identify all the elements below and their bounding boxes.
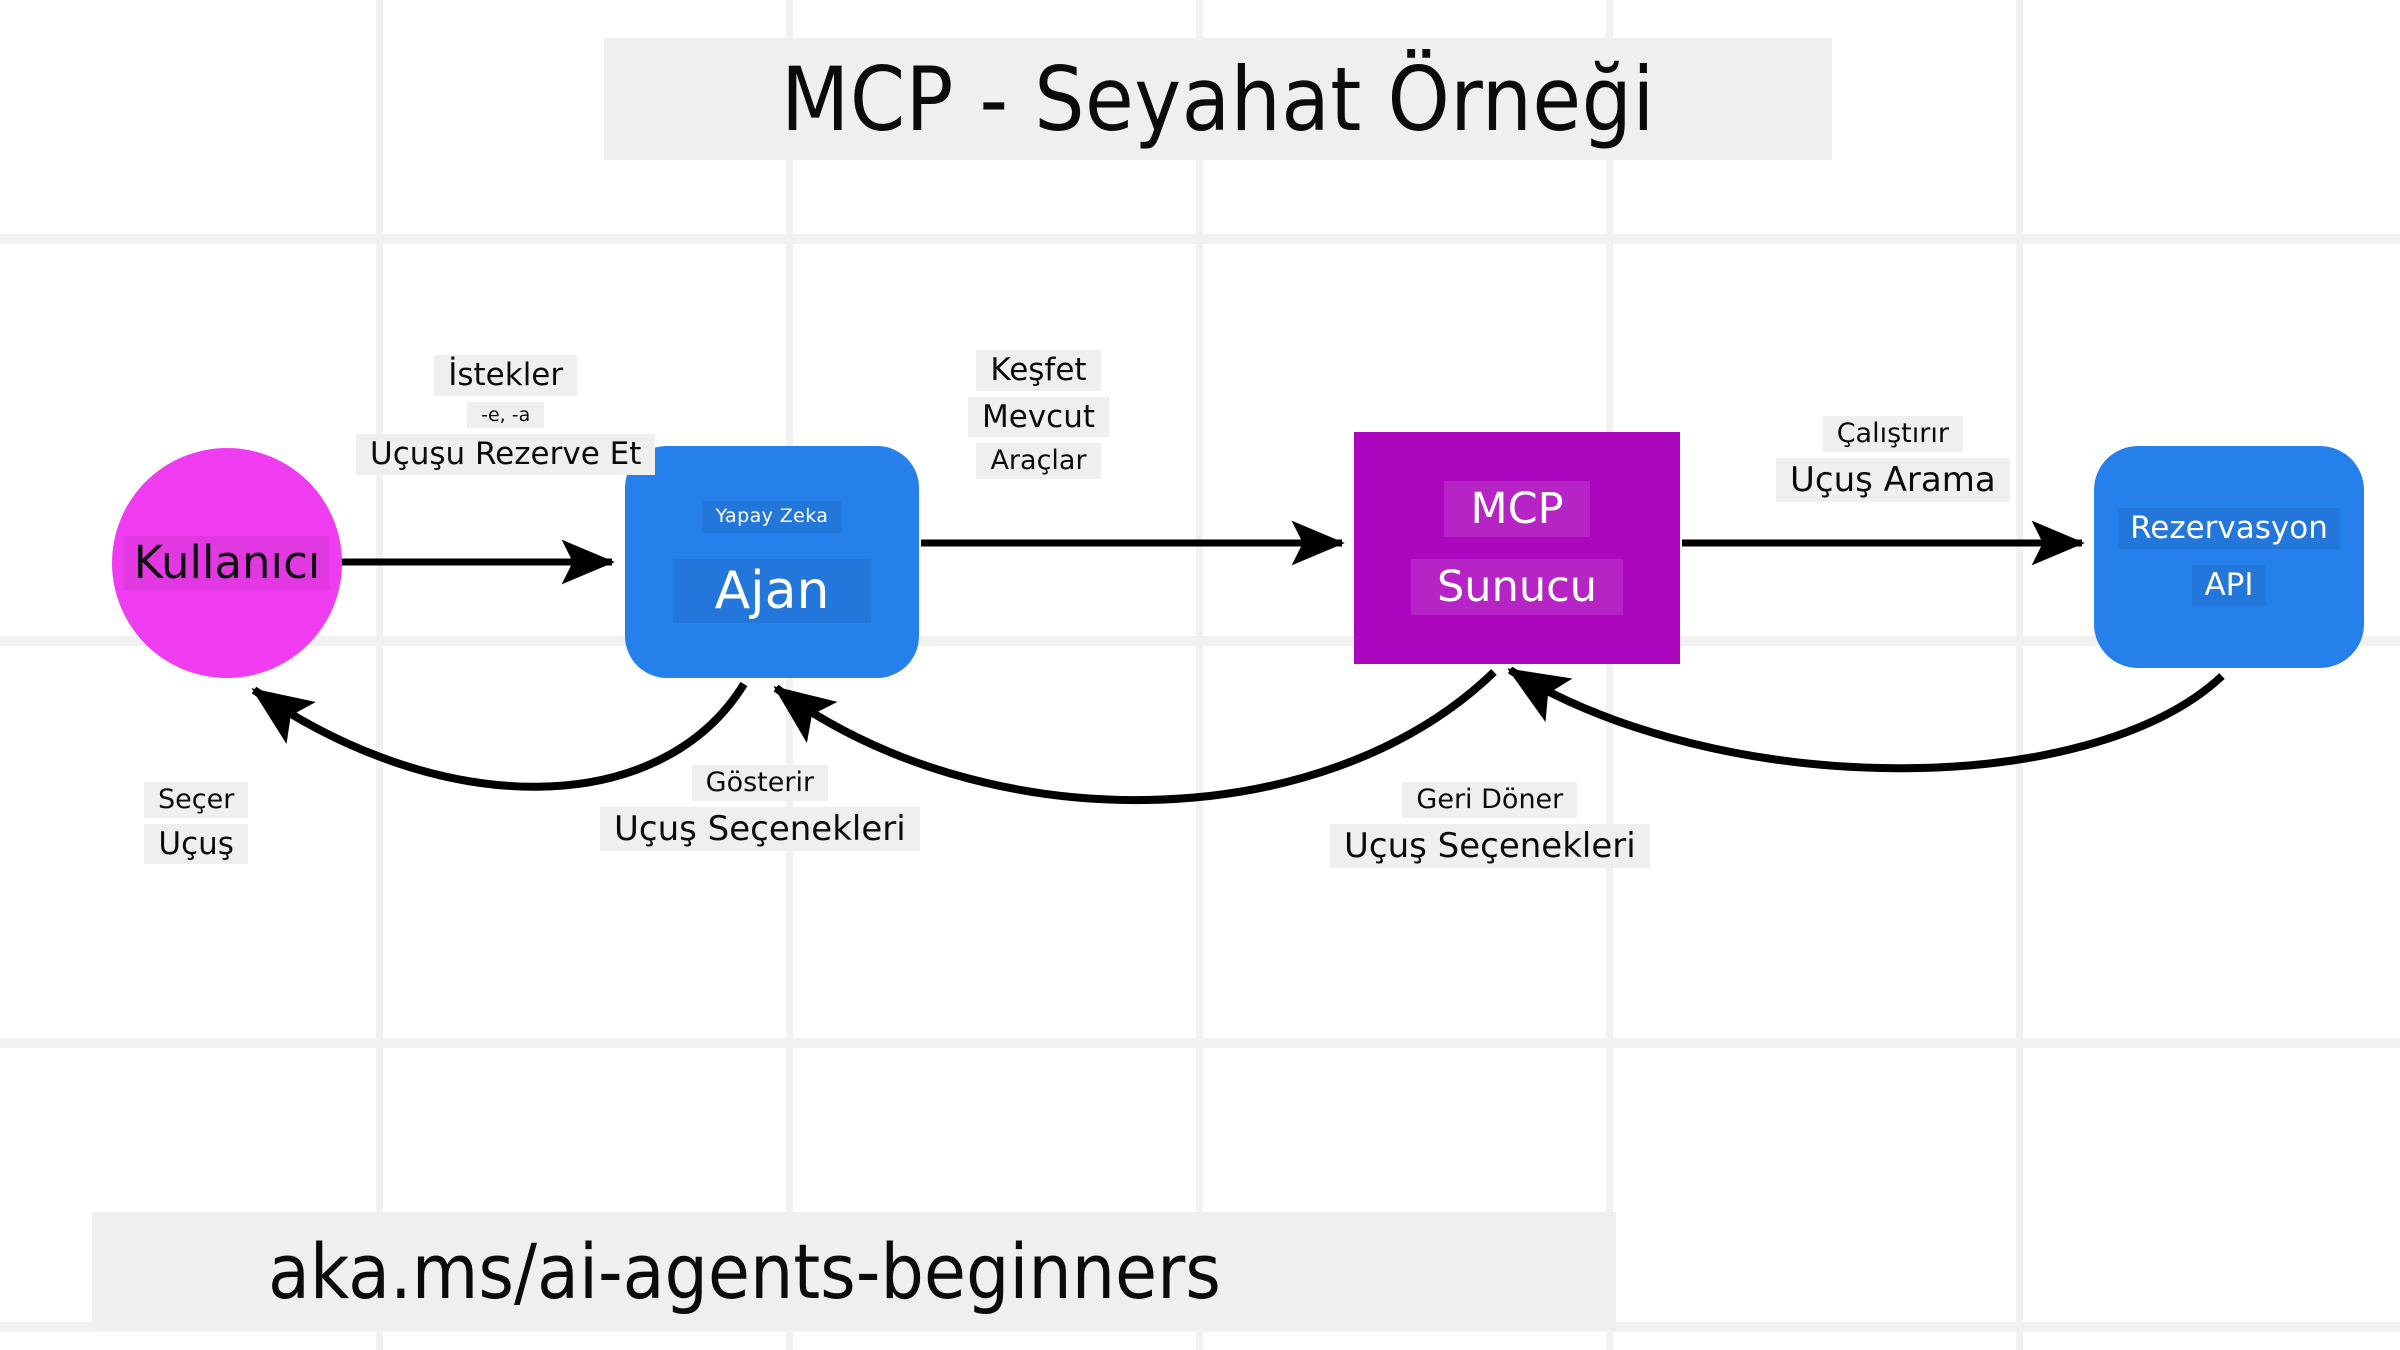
edge-label-user-to-agent: İstekler -e, -a Uçuşu Rezerve Et: [356, 355, 656, 475]
edge-label-line: Uçuş Arama: [1776, 457, 2010, 502]
node-agent-sublabel: Yapay Zeka: [701, 501, 843, 533]
edge-label-line: Uçuşu Rezerve Et: [356, 433, 656, 475]
edge-label-line: -e, -a: [467, 401, 545, 428]
edge-label-line: Çalıştırır: [1822, 416, 1963, 452]
node-reservation-api[interactable]: Rezervasyon API: [2094, 446, 2364, 668]
node-mcp-label-line2: Sunucu: [1411, 559, 1623, 616]
edge-label-agent-to-mcp: Keşfet Mevcut Araçlar: [968, 350, 1110, 480]
grid-line-horizontal: [0, 234, 2400, 244]
grid-line-vertical: [376, 0, 383, 1350]
grid-line-vertical: [1196, 0, 1203, 1350]
edge-label-line: Geri Döner: [1402, 782, 1578, 818]
grid-line-horizontal: [0, 1038, 2400, 1048]
edge-label-line: Keşfet: [976, 350, 1101, 391]
grid-line-vertical: [2016, 0, 2023, 1350]
edge-label-line: Araçlar: [976, 443, 1101, 480]
node-agent-label: Ajan: [672, 558, 872, 623]
edge-label-line: Gösterir: [691, 765, 829, 801]
grid-line-vertical: [1606, 0, 1613, 1350]
edge-label-agent-to-user: Seçer Uçuş: [144, 782, 249, 865]
node-mcp-server[interactable]: MCP Sunucu: [1354, 432, 1680, 664]
footer-link[interactable]: aka.ms/ai-agents-beginners: [92, 1212, 1616, 1330]
edge-label-line: Uçuş Seçenekleri: [600, 806, 920, 851]
edge-label-line: Seçer: [144, 782, 249, 818]
edge-label-line: Uçuş: [144, 823, 248, 865]
edge-label-api-to-mcp: Geri Döner Uçuş Seçenekleri: [1330, 782, 1650, 868]
edge-label-mcp-to-api: Çalıştırır Uçuş Arama: [1776, 416, 2010, 502]
node-user-label: Kullanıcı: [123, 535, 331, 591]
grid-line-horizontal: [0, 636, 2400, 646]
node-agent[interactable]: Yapay Zeka Ajan: [625, 446, 919, 678]
node-reservation-label-line2: API: [2192, 565, 2266, 606]
node-user[interactable]: Kullanıcı: [112, 448, 342, 678]
edge-label-line: Uçuş Seçenekleri: [1330, 823, 1650, 868]
node-reservation-label-line1: Rezervasyon: [2118, 508, 2340, 549]
node-mcp-label-line1: MCP: [1444, 480, 1590, 537]
arrow-api-to-mcp: [1507, 666, 2225, 773]
page-title: MCP - Seyahat Örneği: [604, 38, 1832, 160]
edge-label-line: İstekler: [434, 355, 578, 396]
edge-label-line: Mevcut: [968, 396, 1110, 438]
edge-label-mcp-to-agent: Gösterir Uçuş Seçenekleri: [600, 765, 920, 851]
